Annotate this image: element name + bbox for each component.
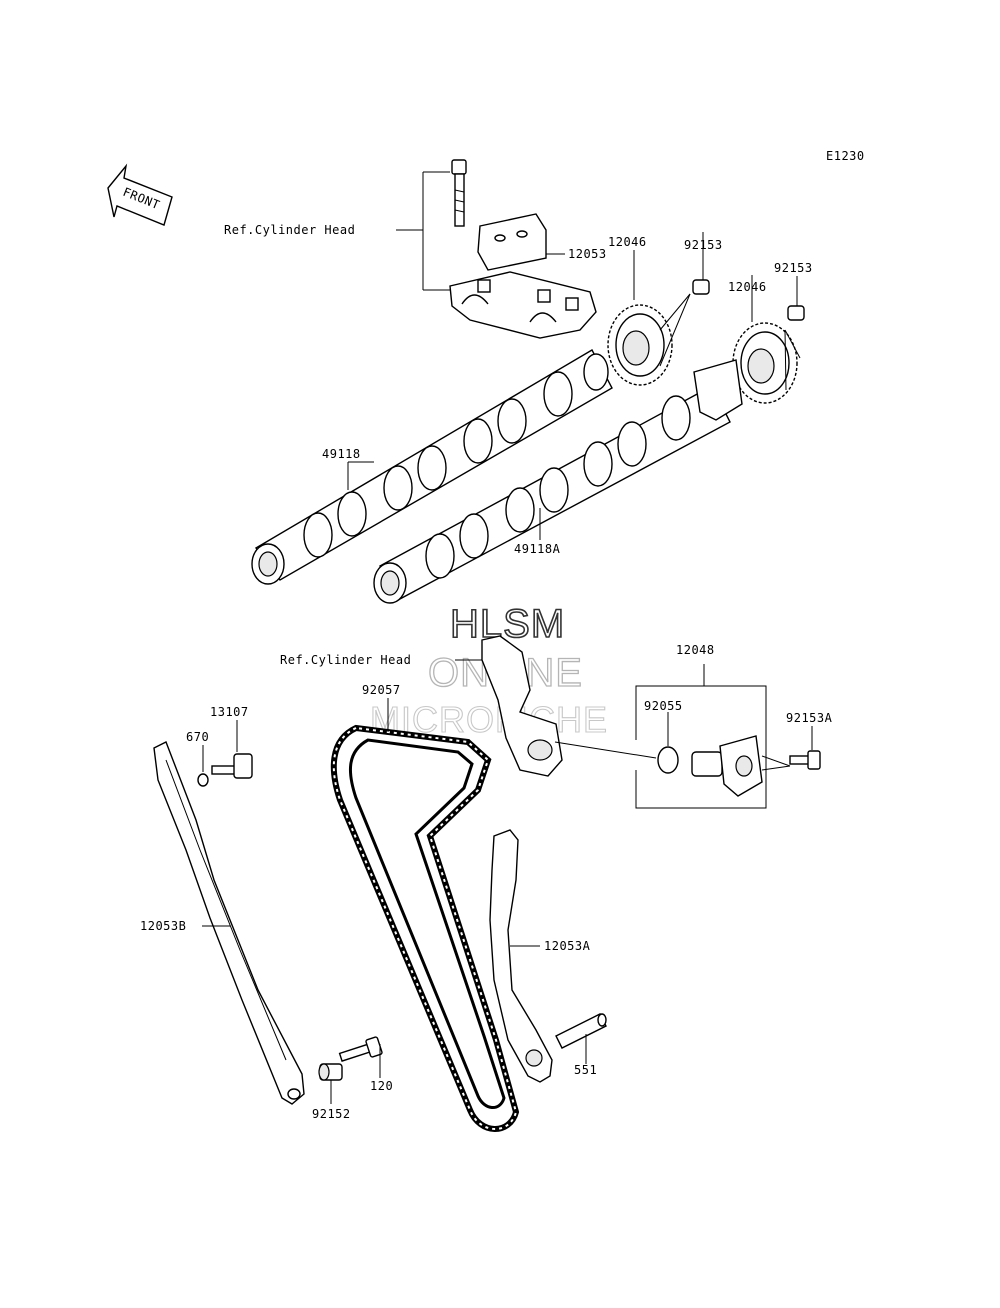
chain-guide-12053B: 12053B bbox=[140, 741, 305, 1105]
upper-chain-guide bbox=[481, 635, 563, 777]
label-12048: 12048 bbox=[676, 643, 715, 657]
label-551: 551 bbox=[574, 1063, 597, 1077]
label-13107: 13107 bbox=[210, 705, 249, 719]
label-120: 120 bbox=[370, 1079, 393, 1093]
label-92152: 92152 bbox=[312, 1107, 351, 1121]
camshaft-49118: 49118 bbox=[251, 349, 613, 585]
label-92153-b: 92153 bbox=[774, 261, 813, 275]
front-arrow-icon: FRONT bbox=[107, 163, 173, 226]
label-49118A: 49118A bbox=[514, 542, 561, 556]
pin-551: 551 bbox=[555, 1013, 607, 1077]
clip-670: 670 bbox=[186, 730, 209, 787]
camshaft-holder bbox=[449, 271, 597, 339]
label-12053A: 12053A bbox=[544, 939, 591, 953]
sprocket-12046-b: 12046 bbox=[728, 275, 798, 404]
label-92057: 92057 bbox=[362, 683, 401, 697]
label-12053B: 12053B bbox=[140, 919, 186, 933]
camshaft-holder-bolt bbox=[451, 159, 467, 227]
o-ring-92055: 92055 bbox=[554, 699, 683, 774]
bolt-120: 120 bbox=[338, 1036, 393, 1093]
label-12046-a: 12046 bbox=[608, 235, 647, 249]
ref-cylinder-head-bottom: Ref.Cylinder Head bbox=[280, 653, 486, 667]
collar-92152: 92152 bbox=[312, 1063, 351, 1121]
sprocket-12046-a: 12046 bbox=[607, 235, 673, 386]
camshaft-cap-12053: 12053 bbox=[477, 213, 607, 271]
camshaft-49118A: 49118A bbox=[373, 359, 743, 604]
bolt-92153-b: 92153 bbox=[774, 261, 813, 391]
label-12046-b: 12046 bbox=[728, 280, 767, 294]
tensioner-box-12048: 12048 bbox=[635, 643, 767, 809]
ref-cylinder-head-top-bracket: Ref.Cylinder Head bbox=[224, 171, 455, 291]
label-670: 670 bbox=[186, 730, 209, 744]
watermark-line-1: HLSM bbox=[450, 602, 565, 646]
bolt-92153-a: 92153 bbox=[659, 232, 723, 367]
ref-label-top: Ref.Cylinder Head bbox=[224, 223, 355, 237]
label-49118: 49118 bbox=[322, 447, 361, 461]
label-92153-a: 92153 bbox=[684, 238, 723, 252]
cam-chain-92057: 92057 bbox=[330, 683, 520, 1132]
ref-label-bottom: Ref.Cylinder Head bbox=[280, 653, 411, 667]
bolt-92153A: 92153A bbox=[786, 711, 833, 770]
pivot-bolt-13107: 13107 bbox=[210, 705, 253, 779]
label-92055: 92055 bbox=[644, 699, 683, 713]
label-92153A: 92153A bbox=[786, 711, 833, 725]
tensioner-body bbox=[691, 735, 791, 797]
label-12053: 12053 bbox=[568, 247, 607, 261]
chain-guide-12053A: 12053A bbox=[489, 829, 591, 1083]
diagram-code: E1230 bbox=[826, 149, 865, 163]
